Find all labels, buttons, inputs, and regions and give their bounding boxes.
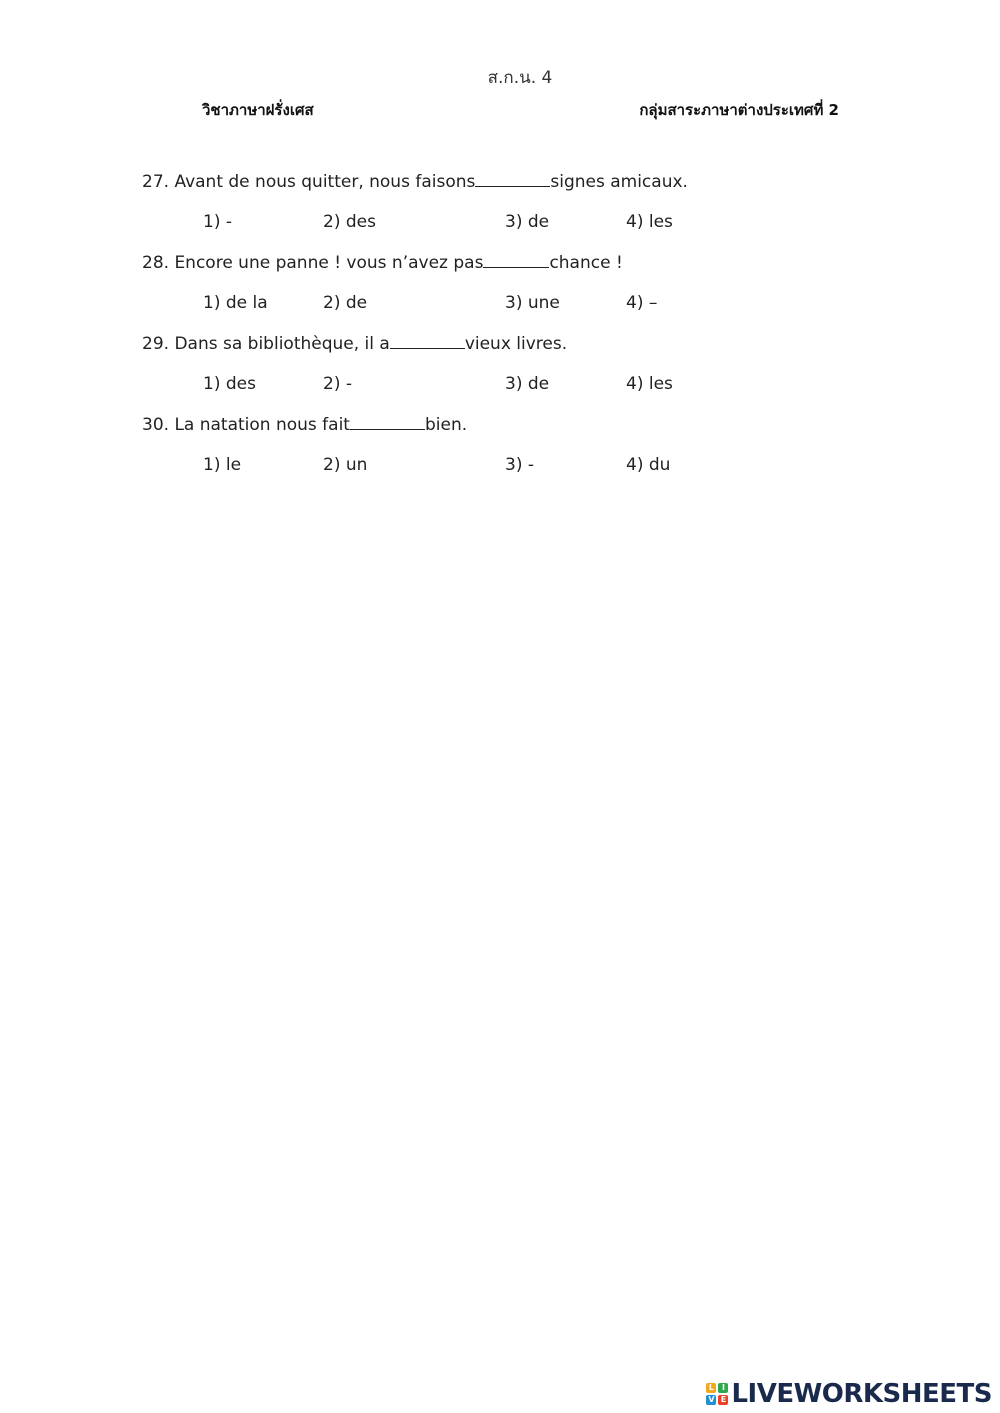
logo-tile: I bbox=[718, 1383, 729, 1393]
subject-title: วิชาภาษาฝรั่งเศส bbox=[202, 101, 314, 119]
answer-blank[interactable] bbox=[349, 415, 425, 430]
logo-tile: L bbox=[706, 1383, 717, 1393]
question-28-text-end: chance ! bbox=[549, 253, 623, 273]
subject-group: กลุ่มสาระภาษาต่างประเทศที่ 2 bbox=[639, 101, 839, 119]
page-code: ส.ก.น. 4 bbox=[487, 68, 553, 88]
option[interactable]: 2) un bbox=[323, 455, 368, 475]
option[interactable]: 3) - bbox=[505, 455, 534, 475]
question-27-text-end: signes amicaux. bbox=[550, 172, 688, 192]
question-30-text-end: bien. bbox=[424, 415, 468, 435]
question-28-text: 28. Encore une panne ! vous n’avez pas bbox=[142, 253, 484, 273]
logo-tile: E bbox=[718, 1395, 729, 1405]
option[interactable]: 1) le bbox=[203, 455, 242, 475]
option[interactable]: 4) du bbox=[626, 455, 671, 475]
option[interactable]: 3) une bbox=[505, 293, 560, 313]
option[interactable]: 1) de la bbox=[203, 293, 268, 313]
liveworksheets-logo-icon: L I V E bbox=[706, 1383, 729, 1405]
question-27: 27. Avant de nous quitter, nous faisons s… bbox=[142, 172, 688, 192]
option[interactable]: 3) de bbox=[505, 212, 550, 232]
question-30-text: 30. La natation nous fait bbox=[142, 415, 350, 435]
option[interactable]: 2) des bbox=[323, 212, 376, 232]
liveworksheets-brand: L I V E LIVEWORKSHEETS bbox=[706, 1379, 992, 1409]
question-30: 30. La natation nous fait bien. bbox=[142, 415, 467, 435]
option[interactable]: 2) - bbox=[323, 374, 352, 394]
option[interactable]: 4) – bbox=[626, 293, 658, 313]
option[interactable]: 1) des bbox=[203, 374, 256, 394]
option[interactable]: 1) - bbox=[203, 212, 232, 232]
option[interactable]: 2) de bbox=[323, 293, 368, 313]
answer-blank[interactable] bbox=[475, 172, 551, 187]
question-27-text: 27. Avant de nous quitter, nous faisons bbox=[142, 172, 476, 192]
question-29-text-end: vieux livres. bbox=[464, 334, 568, 354]
option[interactable]: 4) les bbox=[626, 212, 673, 232]
question-28: 28. Encore une panne ! vous n’avez pas ch… bbox=[142, 253, 623, 273]
answer-blank[interactable] bbox=[389, 334, 465, 349]
answer-blank[interactable] bbox=[483, 253, 550, 268]
brand-name: LIVEWORKSHEETS bbox=[731, 1379, 992, 1409]
question-29: 29. Dans sa bibliothèque, il a vieux livr… bbox=[142, 334, 567, 354]
option[interactable]: 4) les bbox=[626, 374, 673, 394]
logo-tile: V bbox=[706, 1395, 717, 1405]
question-29-text: 29. Dans sa bibliothèque, il a bbox=[142, 334, 390, 354]
option[interactable]: 3) de bbox=[505, 374, 550, 394]
